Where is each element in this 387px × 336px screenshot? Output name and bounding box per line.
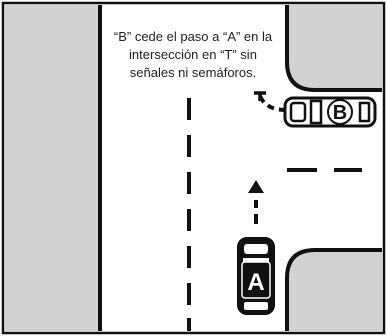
top-right-sidewalk <box>287 5 382 90</box>
bottom-right-curb <box>285 248 382 331</box>
vehicle-b-label: B <box>333 102 347 124</box>
bottom-right-sidewalk <box>287 250 382 331</box>
left-sidewalk <box>5 5 100 331</box>
vehicle-b-badge <box>327 99 353 125</box>
vehicle-a-path-arrow <box>248 180 264 224</box>
vertical-center-line <box>187 98 191 331</box>
vehicle-a: A <box>237 237 275 315</box>
horizontal-center-line <box>287 168 362 172</box>
diagram-caption: “B” cede el paso a “A” en la intersecció… <box>102 20 284 90</box>
vehicle-a-label: A <box>247 269 264 296</box>
vehicle-b-path-arrow <box>254 91 287 112</box>
top-right-curb <box>285 5 382 92</box>
vehicle-b: B <box>283 96 377 128</box>
vehicle-a-badge <box>241 261 271 299</box>
